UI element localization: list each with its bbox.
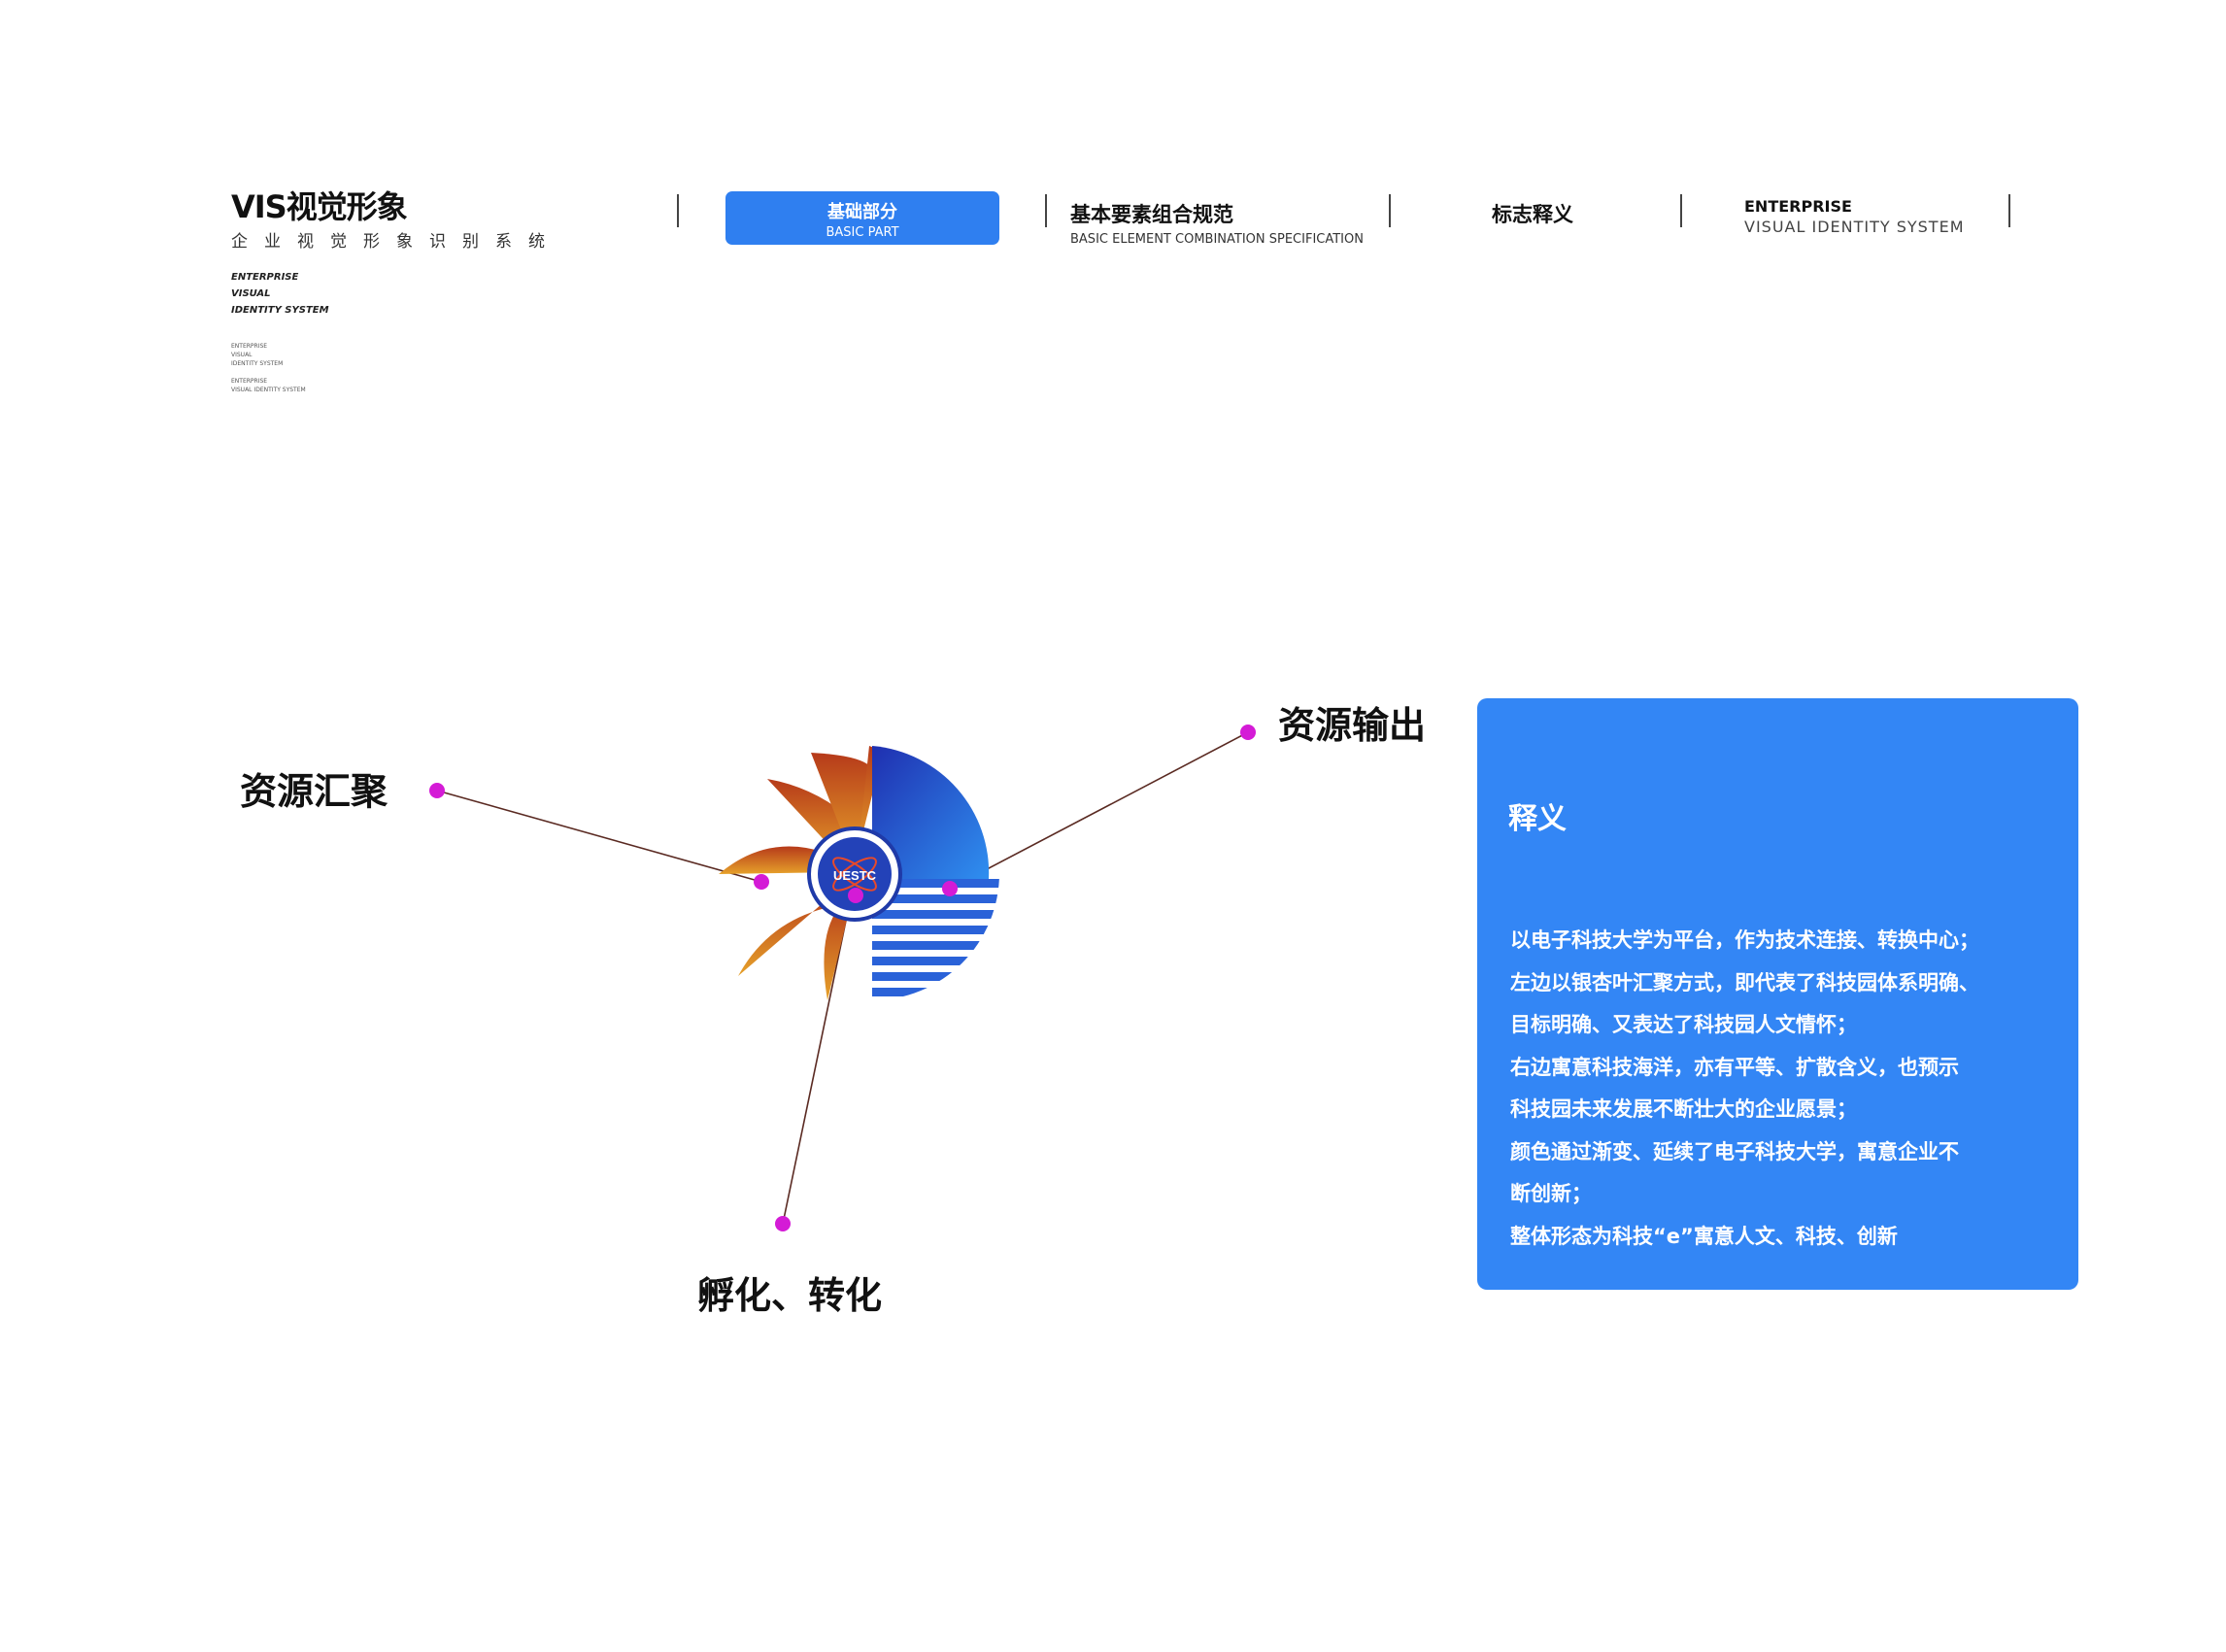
fan-blade <box>738 886 843 976</box>
label-incubate: 孵化、转化 <box>697 1274 883 1317</box>
meaning-line: 右边寓意科技海洋，亦有平等、扩散含义，也预示 <box>1510 1055 1959 1079</box>
nav-divider <box>1389 194 1391 227</box>
brand-title: VIS视觉形象 <box>231 188 408 225</box>
dot-output-inner <box>942 881 958 896</box>
tiny-line: ENTERPRISE <box>231 343 268 350</box>
nav-tab-logo-meaning[interactable]: 标志释义 <box>1492 199 1573 228</box>
nav-divider <box>1045 194 1047 227</box>
brand-line: VISUAL <box>231 288 271 299</box>
dot-incubate-inner <box>848 888 863 903</box>
globe-stripe <box>872 957 999 965</box>
tiny-line: VISUAL <box>231 352 253 358</box>
dot-output-outer <box>1240 725 1256 740</box>
brand-lines: ENTERPRISE VISUAL IDENTITY SYSTEM <box>231 269 561 319</box>
meaning-line: 科技园未来发展不断壮大的企业愿景； <box>1510 1097 1857 1121</box>
nav-divider <box>2008 194 2010 227</box>
globe-stripe <box>872 941 999 950</box>
connector-gather <box>436 790 762 883</box>
meaning-title: 释义 <box>1508 802 1567 836</box>
tiny-block-2: ENTERPRISE VISUAL IDENTITY SYSTEM <box>231 377 561 394</box>
nav-tab-combination[interactable]: 基本要素组合规范 BASIC ELEMENT COMBINATION SPECI… <box>1070 199 1364 247</box>
label-resource-gather: 资源汇聚 <box>240 770 388 813</box>
nav-tab-label: ENTERPRISE <box>1744 197 1852 216</box>
atom-orbit <box>832 857 877 892</box>
nav-divider <box>1680 194 1682 227</box>
label-resource-output: 资源输出 <box>1278 704 1427 747</box>
meaning-line: 左边以银杏叶汇聚方式，即代表了科技园体系明确、 <box>1510 970 1979 995</box>
meaning-panel: 释义 以电子科技大学为平台，作为技术连接、转换中心； 左边以银杏叶汇聚方式，即代… <box>1477 698 2078 1290</box>
nav-tab-sublabel: BASIC ELEMENT COMBINATION SPECIFICATION <box>1070 232 1364 247</box>
globe-stripe <box>872 879 999 888</box>
atom-orbit <box>832 857 877 892</box>
brand-subtitle: 企业视觉形象识别系统 <box>231 232 561 252</box>
nav-tab-label: 基本要素组合规范 <box>1070 203 1233 226</box>
globe-stripe <box>872 894 999 903</box>
globe-half <box>872 746 990 879</box>
dot-gather-inner <box>754 874 769 890</box>
globe-stripe <box>872 972 999 981</box>
connector-output <box>949 731 1249 890</box>
brand-line: ENTERPRISE <box>231 272 299 283</box>
meaning-line: 以电子科技大学为平台，作为技术连接、转换中心； <box>1510 928 1979 952</box>
meaning-line: 整体形态为科技“e”寓意人文、科技、创新 <box>1510 1224 1898 1248</box>
brand-tiny-text: ENTERPRISE VISUAL IDENTITY SYSTEM ENTERP… <box>231 342 561 394</box>
tiny-block-1: ENTERPRISE VISUAL IDENTITY SYSTEM <box>231 342 561 368</box>
connector-incubate <box>782 896 852 1225</box>
nav-tab-enterprise[interactable]: ENTERPRISE VISUAL IDENTITY SYSTEM <box>1744 197 1965 236</box>
meaning-body: 以电子科技大学为平台，作为技术连接、转换中心； 左边以银杏叶汇聚方式，即代表了科… <box>1510 920 2064 1258</box>
brand-block: VIS视觉形象 企业视觉形象识别系统 ENTERPRISE VISUAL IDE… <box>231 190 561 394</box>
emblem-text: UESTC <box>833 868 877 883</box>
nav-divider <box>677 194 679 227</box>
meaning-line: 颜色通过渐变、延续了电子科技大学，寓意企业不 <box>1510 1139 1959 1163</box>
globe-stripe <box>872 910 999 919</box>
nav-tab-sublabel: BASIC PART <box>826 225 899 240</box>
tiny-line: ENTERPRISE <box>231 378 268 385</box>
dot-gather-outer <box>429 783 445 798</box>
emblem-core <box>818 837 892 911</box>
globe-stripe <box>872 926 999 934</box>
meaning-line: 断创新； <box>1510 1182 1592 1205</box>
nav-tab-label: 基础部分 <box>827 202 897 222</box>
fan-blade <box>824 895 853 1000</box>
brand-line: IDENTITY SYSTEM <box>231 305 329 316</box>
nav-tab-sublabel: VISUAL IDENTITY SYSTEM <box>1744 218 1965 236</box>
meaning-line: 目标明确、又表达了科技园人文情怀； <box>1510 1013 1857 1036</box>
tiny-line: VISUAL IDENTITY SYSTEM <box>231 387 306 393</box>
nav-tab-basic-part[interactable]: 基础部分 BASIC PART <box>725 191 999 245</box>
logo-emblem: UESTC <box>807 826 902 922</box>
tiny-line: IDENTITY SYSTEM <box>231 360 284 367</box>
nav-tab-label: 标志释义 <box>1492 203 1573 226</box>
dot-incubate-outer <box>775 1216 791 1231</box>
globe-stripe <box>872 988 999 996</box>
